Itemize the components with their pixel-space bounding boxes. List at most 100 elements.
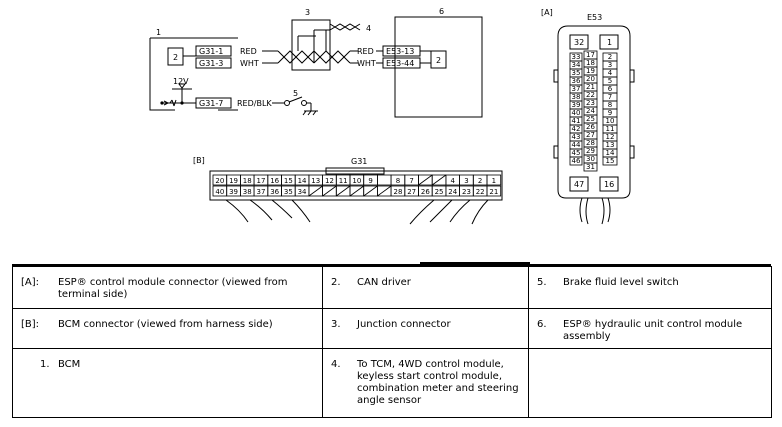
pin-number: 25 [435, 188, 444, 196]
pin-number: 42 [572, 125, 581, 133]
pin-number: 7 [608, 93, 612, 101]
pin-blank [336, 185, 351, 197]
legend-row: 1.BCM 4.To TCM, 4WD control module, keyl… [12, 348, 772, 418]
hu-inner-label: 2 [436, 56, 441, 65]
pin-number: 27 [407, 188, 416, 196]
pin-number: 14 [606, 149, 615, 157]
pin-number: 3 [608, 61, 612, 69]
pin-number: 23 [586, 99, 595, 107]
pin-number: 25 [586, 115, 595, 123]
legend-rule-mark [420, 262, 530, 264]
pin-number: 26 [421, 188, 430, 196]
legend-table: [A]: ESP® control module connector (viewe… [12, 266, 772, 418]
pin-number: 31 [586, 163, 595, 171]
pin-number: 14 [298, 177, 307, 185]
pin-number: 3 [464, 177, 468, 185]
pin-number: 34 [298, 188, 307, 196]
a-pin-32: 32 [574, 38, 584, 47]
pin-cell [376, 174, 392, 186]
pin-blank [418, 174, 433, 186]
legend-key: 3. [331, 319, 341, 330]
pin-number: 39 [229, 188, 238, 196]
pin-number: 19 [229, 177, 238, 185]
pin-number: 26 [586, 123, 595, 131]
pin-number: 22 [586, 91, 595, 99]
a-pin-16: 16 [604, 180, 614, 189]
connector-a-tag: [A] [541, 8, 553, 17]
v12-label: 12V [173, 77, 189, 86]
pin-number: 24 [448, 188, 457, 196]
pin-number: 18 [243, 177, 252, 185]
pin-number: 6 [608, 85, 613, 93]
pin-number: 19 [586, 67, 595, 75]
pin-blank [363, 185, 378, 197]
pin-number: 38 [572, 93, 581, 101]
hydraulic-inner-box [430, 50, 447, 69]
pin-number: 41 [572, 117, 581, 125]
pin-number: 15 [284, 177, 293, 185]
pin-number: 45 [572, 149, 581, 157]
pin-number: 46 [572, 157, 581, 165]
legend-key: 4. [331, 359, 341, 370]
pin-number: 40 [215, 188, 224, 196]
red2-label: RED [357, 47, 374, 56]
legend-row: [B]:BCM connector (viewed from harness s… [12, 308, 772, 349]
pin-number: 8 [396, 177, 400, 185]
connector-a-name: E53 [587, 13, 602, 22]
g31-3-box [195, 57, 232, 69]
pin-number: 40 [572, 109, 581, 117]
pin-number: 28 [393, 188, 402, 196]
pin-cell [486, 174, 502, 186]
pin-cell [583, 162, 598, 172]
legend-key: 6. [537, 319, 547, 330]
pin-number: 8 [608, 101, 612, 109]
legend-row: [A]: ESP® control module connector (viewe… [12, 266, 772, 309]
pin-number: 10 [352, 177, 361, 185]
legend-key: 1. [40, 359, 50, 370]
pin-number: 11 [606, 125, 615, 133]
pin-number: 20 [215, 177, 224, 185]
hydraulic-unit-box [394, 16, 483, 118]
pin-number: 33 [572, 53, 581, 61]
pin-number: 29 [586, 147, 595, 155]
pin-number: 22 [476, 188, 485, 196]
e53-44-label: E53-44 [386, 59, 414, 68]
pin-number: 43 [572, 133, 581, 141]
connector-a: [A] E53 32 1 47 16 333435363738394041424… [541, 8, 635, 225]
pin-number: 7 [409, 177, 413, 185]
pin-number: 12 [606, 133, 615, 141]
hu-label: 6 [439, 7, 444, 16]
legend-key: [B]: [21, 319, 40, 330]
pin-cell [602, 156, 618, 166]
pin-number: 36 [572, 77, 581, 85]
wht2-label: WHT [357, 59, 376, 68]
pin-number: 5 [608, 77, 612, 85]
pin-number: 21 [489, 188, 498, 196]
switch-label: 5 [293, 89, 298, 98]
pin-number: 10 [606, 117, 615, 125]
g31-7-label: G31-7 [199, 99, 223, 108]
pin-number: 9 [608, 109, 612, 117]
pin-number: 17 [256, 177, 265, 185]
pin-number: 27 [586, 131, 595, 139]
legend-text: ESP® control module connector (viewed fr… [58, 277, 288, 300]
pin-cell [486, 185, 502, 197]
legend-top-rule [12, 264, 771, 266]
pin-blank [377, 185, 392, 197]
pin-blank [431, 174, 447, 186]
pin-blank [322, 185, 337, 197]
legend-key: [A]: [21, 277, 40, 288]
bcm-box [149, 37, 238, 111]
wht-label: WHT [240, 59, 259, 68]
pin-number: 4 [451, 177, 456, 185]
pin-number: 17 [586, 51, 595, 59]
wiring-diagram: 1 2 G31-1 G31-3 G31-7 RED WHT RED/BLK 12… [149, 7, 635, 225]
pin-number: 28 [586, 139, 595, 147]
pin-number: 34 [572, 61, 581, 69]
pin-number: 35 [284, 188, 293, 196]
legend-key: 5. [537, 277, 547, 288]
e53-13-label: E53-13 [386, 47, 414, 56]
bcm-inner-label: 2 [173, 53, 178, 62]
legend-text: Brake fluid level switch [563, 277, 679, 288]
